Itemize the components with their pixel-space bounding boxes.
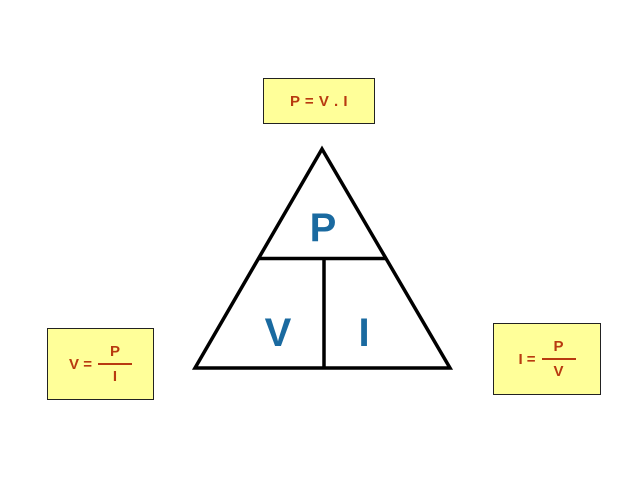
triangle-label-i: I <box>358 311 369 355</box>
voltage-formula-lhs: V = <box>69 355 92 373</box>
current-formula-fraction: P V <box>541 338 576 380</box>
triangle-label-v: V <box>265 311 292 355</box>
voltage-formula-denominator: I <box>112 368 118 385</box>
voltage-formula-numerator: P <box>97 343 132 365</box>
current-formula-denominator: V <box>553 363 564 380</box>
power-formula-text: P = V . I <box>289 92 348 110</box>
current-formula-numerator: P <box>541 338 576 360</box>
current-formula-box: I = P V <box>493 323 601 395</box>
voltage-formula-fraction: P I <box>97 343 132 385</box>
current-formula-lhs: I = <box>518 350 536 368</box>
power-formula-box: P = V . I <box>263 78 375 124</box>
voltage-formula-box: V = P I <box>47 328 154 400</box>
triangle-label-p: P <box>310 206 337 250</box>
